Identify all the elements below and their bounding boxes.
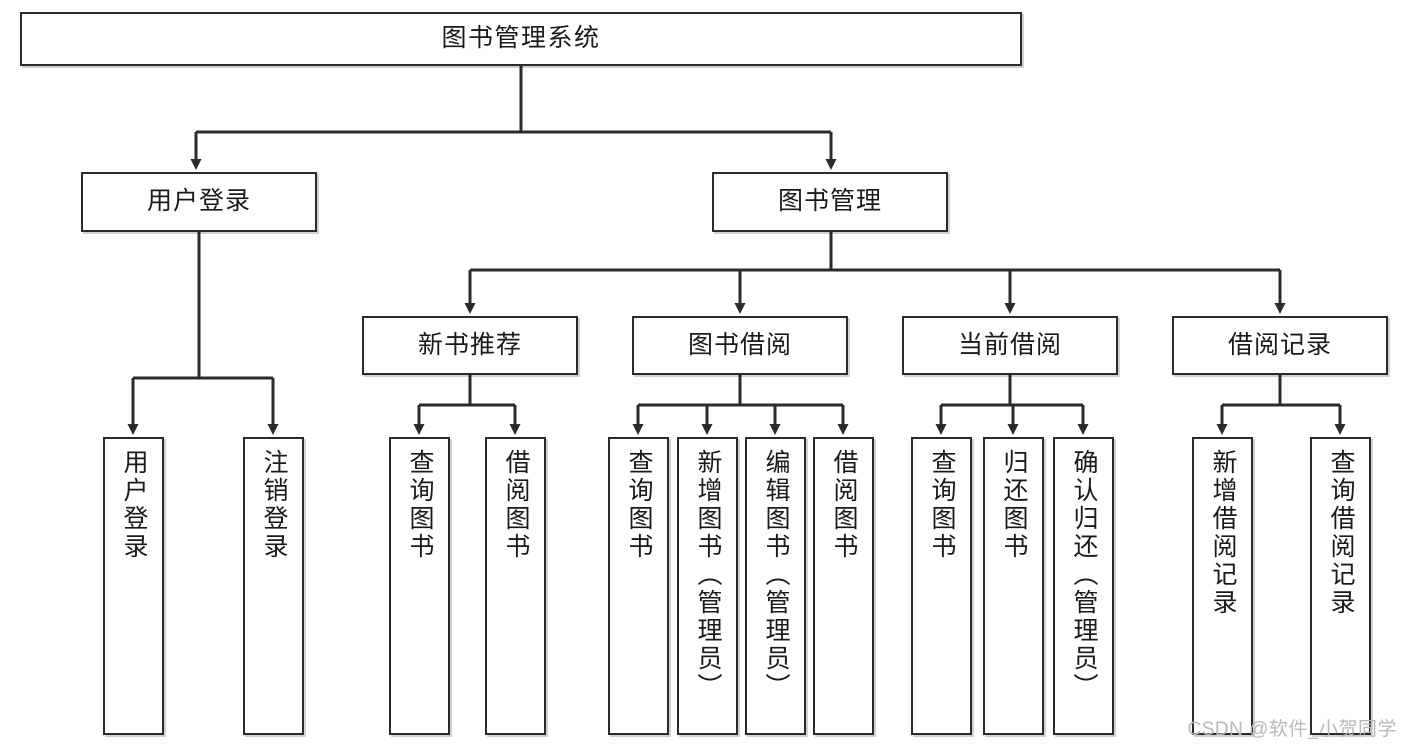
node-book-manage[interactable]: 图书管理 [712, 172, 948, 232]
node-leaf-return-book-label: 归还图书 [1000, 449, 1028, 561]
node-user-login-label: 用户登录 [146, 187, 251, 216]
node-leaf-confirm-return-admin-label: 确认归还（管理员） [1070, 449, 1098, 701]
node-leaf-query-book-2[interactable]: 查询图书 [608, 437, 669, 735]
node-leaf-borrow-book-2-label: 借阅图书 [830, 449, 858, 561]
node-current-borrow[interactable]: 当前借阅 [902, 316, 1118, 375]
node-leaf-query-borrow-record[interactable]: 查询借阅记录 [1310, 437, 1371, 735]
node-leaf-query-book-3-label: 查询图书 [928, 449, 956, 561]
watermark: CSDN @软件_小贺同学 [1187, 719, 1397, 740]
node-user-login[interactable]: 用户登录 [81, 172, 317, 232]
node-root[interactable]: 图书管理系统 [20, 12, 1022, 66]
node-new-book-recommend[interactable]: 新书推荐 [362, 316, 578, 375]
node-leaf-logout-login[interactable]: 注销登录 [243, 437, 304, 735]
node-leaf-add-book-admin-label: 新增图书（管理员） [694, 449, 722, 701]
node-book-borrow[interactable]: 图书借阅 [632, 316, 848, 375]
node-leaf-borrow-book-1[interactable]: 借阅图书 [485, 437, 546, 735]
node-leaf-user-login[interactable]: 用户登录 [103, 437, 164, 735]
node-leaf-query-book-3[interactable]: 查询图书 [911, 437, 972, 735]
node-leaf-confirm-return-admin[interactable]: 确认归还（管理员） [1053, 437, 1114, 735]
node-leaf-edit-book-admin[interactable]: 编辑图书（管理员） [745, 437, 806, 735]
node-new-book-recommend-label: 新书推荐 [417, 330, 522, 359]
node-book-borrow-label: 图书借阅 [687, 330, 792, 359]
node-leaf-user-login-label: 用户登录 [120, 449, 148, 561]
node-leaf-borrow-book-2[interactable]: 借阅图书 [813, 437, 874, 735]
node-leaf-query-book-2-label: 查询图书 [625, 449, 653, 561]
node-leaf-query-book-1-label: 查询图书 [406, 449, 434, 561]
node-leaf-add-book-admin[interactable]: 新增图书（管理员） [677, 437, 738, 735]
node-root-label: 图书管理系统 [441, 24, 601, 53]
node-leaf-query-borrow-record-label: 查询借阅记录 [1327, 449, 1355, 617]
node-current-borrow-label: 当前借阅 [957, 330, 1062, 359]
node-leaf-add-borrow-record[interactable]: 新增借阅记录 [1192, 437, 1253, 735]
node-borrow-record[interactable]: 借阅记录 [1172, 316, 1388, 375]
node-borrow-record-label: 借阅记录 [1227, 330, 1332, 359]
node-leaf-logout-login-label: 注销登录 [260, 449, 288, 561]
node-leaf-query-book-1[interactable]: 查询图书 [389, 437, 450, 735]
node-leaf-edit-book-admin-label: 编辑图书（管理员） [762, 449, 790, 701]
node-leaf-borrow-book-1-label: 借阅图书 [502, 449, 530, 561]
node-leaf-return-book[interactable]: 归还图书 [983, 437, 1044, 735]
node-leaf-add-borrow-record-label: 新增借阅记录 [1209, 449, 1237, 617]
node-book-manage-label: 图书管理 [777, 187, 882, 216]
